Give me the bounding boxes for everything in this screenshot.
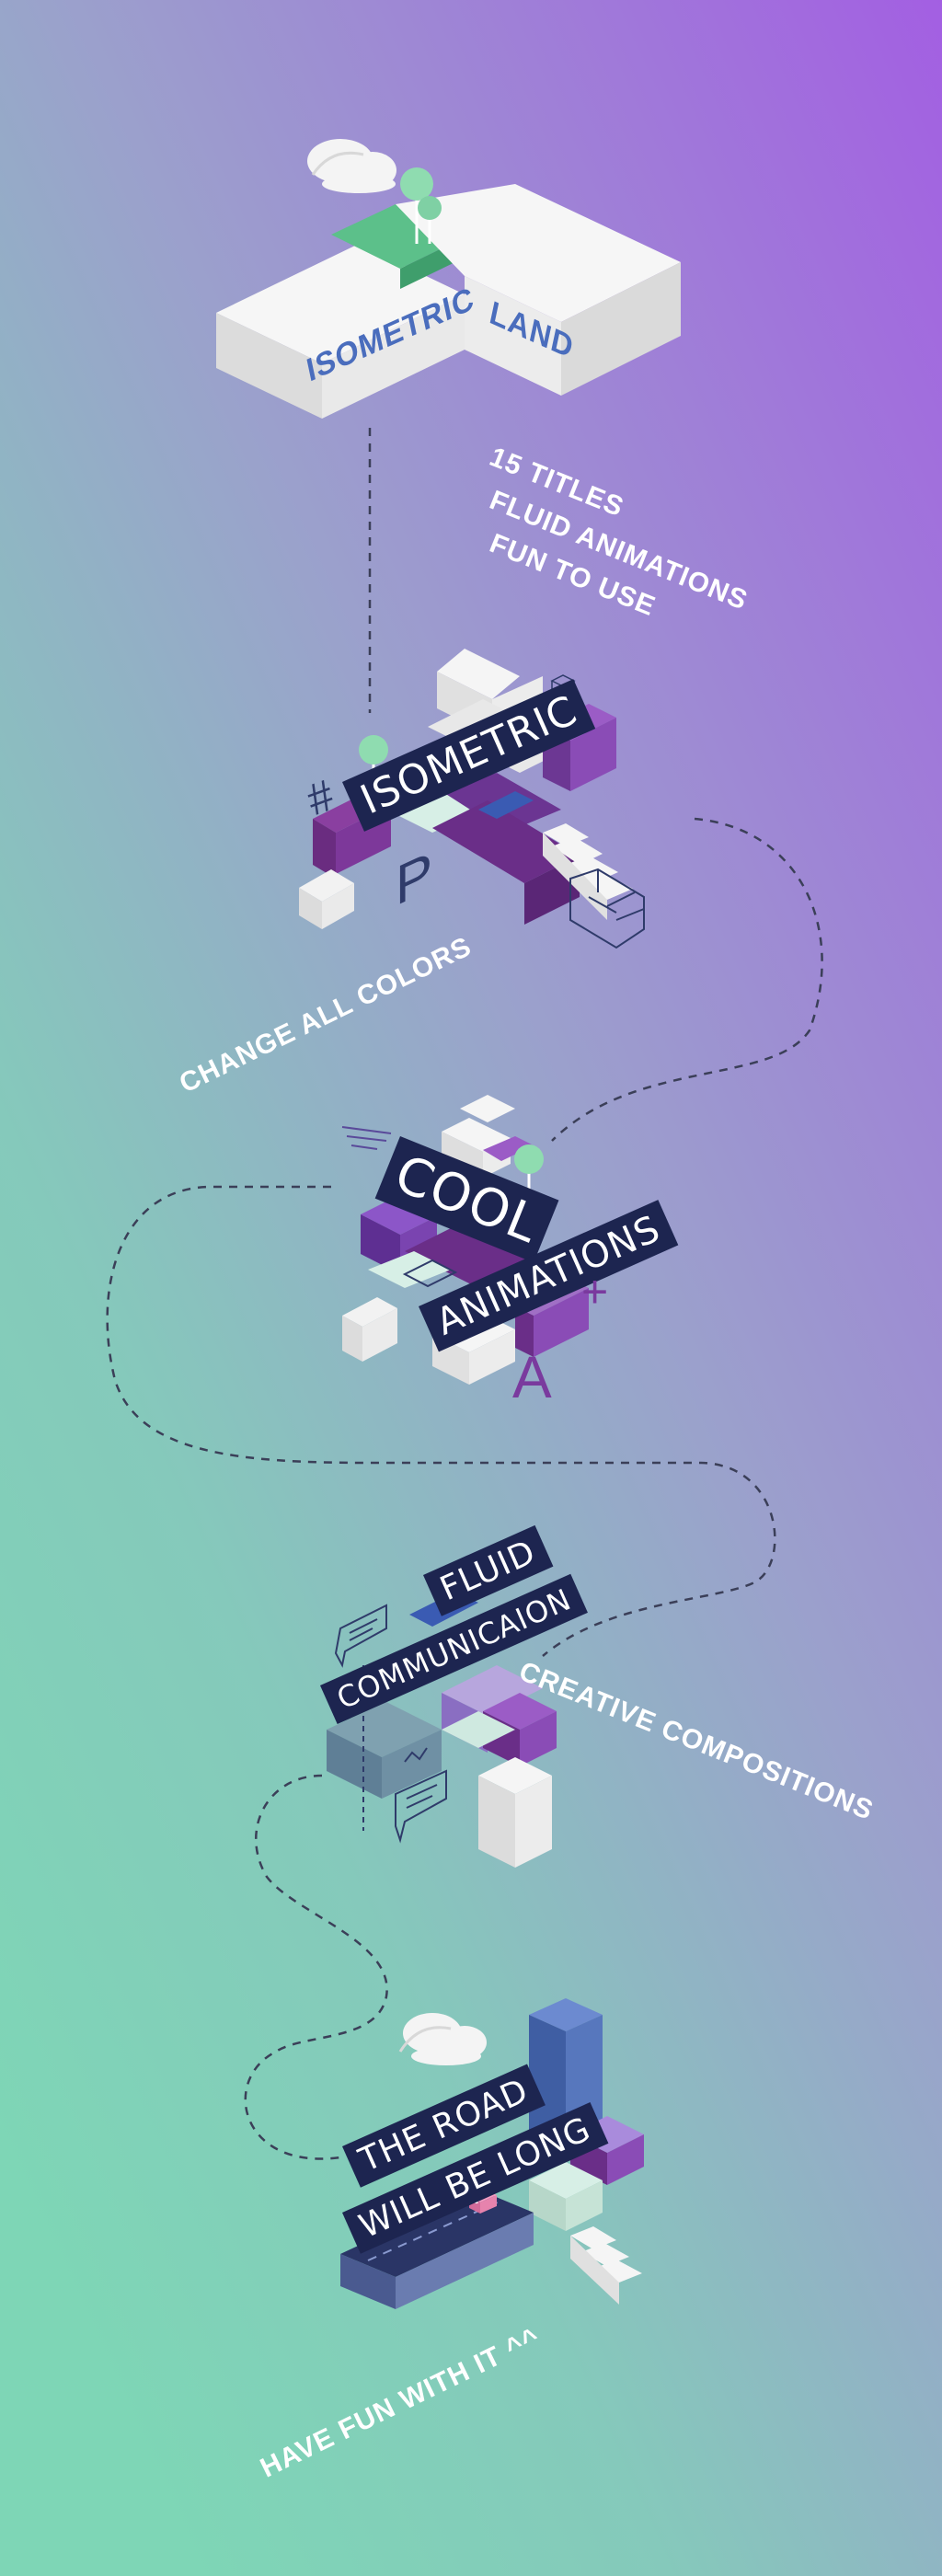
scene2-symbol: + — [581, 1266, 610, 1317]
cloud-icon — [398, 2013, 487, 2065]
scene3-blocks — [327, 1592, 557, 1868]
stairs-white — [570, 2226, 642, 2305]
speed-lines-icon — [341, 1126, 392, 1150]
dashed-path — [106, 428, 823, 2160]
logo-blocks — [216, 139, 681, 419]
chat-bubble-icon — [395, 1747, 447, 1844]
tree-icon — [400, 167, 442, 244]
scene1-blocks — [299, 649, 645, 949]
cloud-icon — [307, 139, 396, 193]
frame-outline-icon — [402, 1259, 458, 1288]
scene2-letter: A — [512, 1344, 553, 1410]
chat-bubble-icon — [334, 1604, 387, 1668]
stairs-outline-icon — [569, 868, 645, 949]
